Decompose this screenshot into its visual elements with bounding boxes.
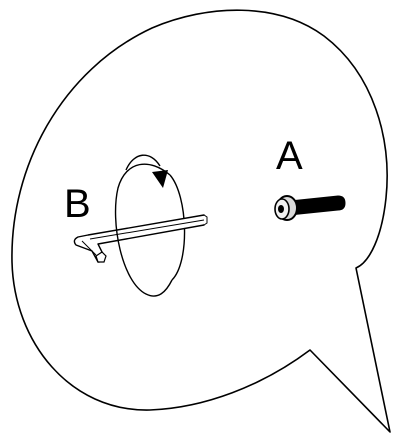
part-label-b: B xyxy=(64,182,91,226)
part-label-a: A xyxy=(276,134,303,178)
